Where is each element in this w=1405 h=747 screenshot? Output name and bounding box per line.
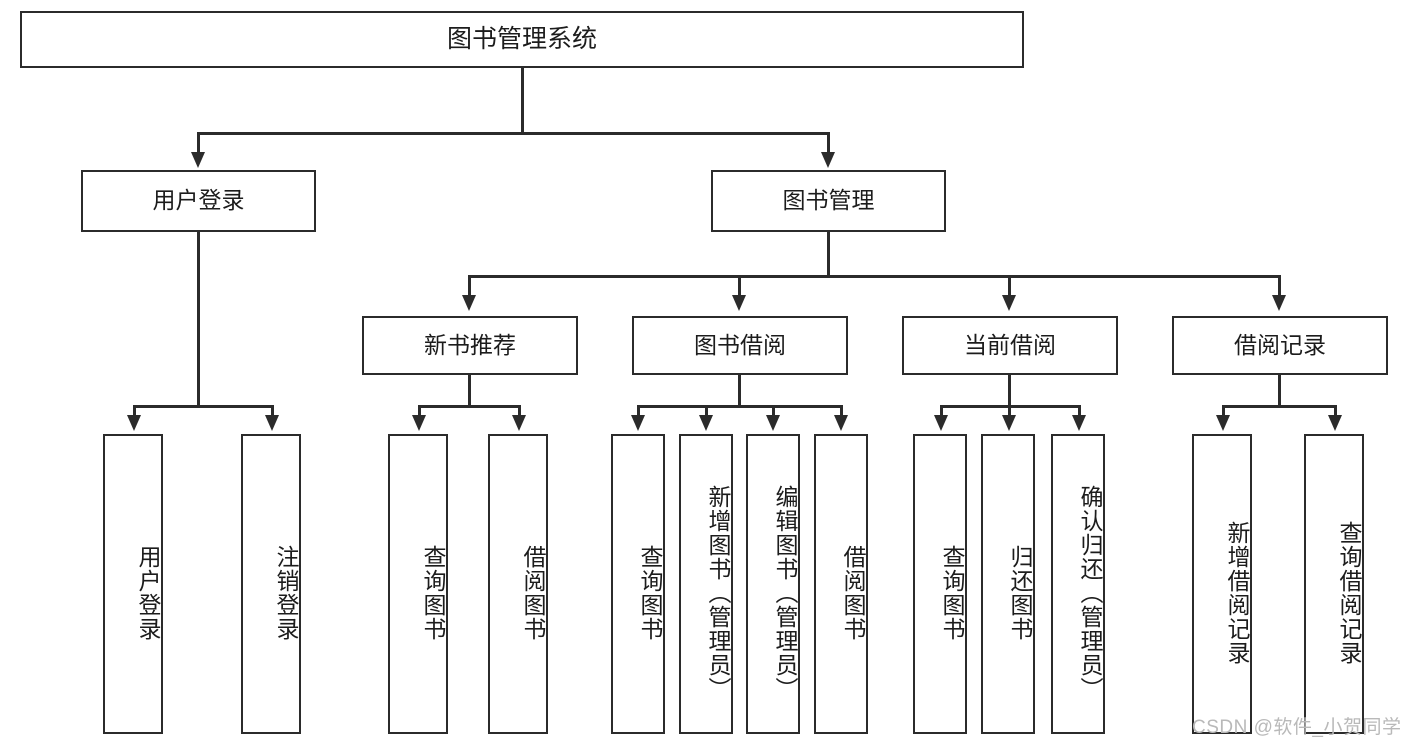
arrow-down-icon bbox=[1002, 295, 1016, 311]
node-label: 图书管理系统 bbox=[446, 24, 597, 53]
node-label: 借阅记录 bbox=[1234, 331, 1326, 358]
node-label: 查询图书 bbox=[420, 545, 446, 641]
arrow-down-icon bbox=[821, 152, 835, 168]
leaf-borrow-record-add-record[interactable]: 新增借阅记录 bbox=[1192, 434, 1252, 734]
arrow-down-icon bbox=[1072, 415, 1086, 431]
connector-bb-drop-4 bbox=[840, 405, 843, 417]
node-label: 编辑图书（管理员） bbox=[772, 485, 798, 701]
node-label: 查询图书 bbox=[637, 545, 663, 641]
connector-bm-drop-1 bbox=[468, 275, 471, 297]
connector-nbr-drop-2 bbox=[518, 405, 521, 417]
node-new-book-recommend[interactable]: 新书推荐 bbox=[362, 316, 578, 375]
leaf-new-book-query-book[interactable]: 查询图书 bbox=[388, 434, 448, 734]
arrow-down-icon bbox=[512, 415, 526, 431]
connector-root-to-user-login bbox=[197, 132, 200, 154]
leaf-borrow-record-query-record[interactable]: 查询借阅记录 bbox=[1304, 434, 1364, 734]
connector-book-management-bus bbox=[468, 275, 1280, 278]
node-label: 新书推荐 bbox=[424, 331, 516, 358]
node-label: 借阅图书 bbox=[840, 545, 866, 641]
connector-nbr-stem bbox=[468, 375, 471, 407]
node-label: 图书借阅 bbox=[694, 331, 786, 358]
connector-user-login-drop-2 bbox=[271, 405, 274, 417]
connector-bb-drop-3 bbox=[772, 405, 775, 417]
node-root-library-management-system[interactable]: 图书管理系统 bbox=[20, 11, 1024, 68]
leaf-book-borrow-add-book-admin[interactable]: 新增图书（管理员） bbox=[679, 434, 733, 734]
node-label: 用户登录 bbox=[152, 187, 245, 214]
connector-cb-drop-3 bbox=[1078, 405, 1081, 417]
leaf-user-login-logout[interactable]: 注销登录 bbox=[241, 434, 301, 734]
arrow-down-icon bbox=[631, 415, 645, 431]
arrow-down-icon bbox=[1216, 415, 1230, 431]
connector-user-login-bus bbox=[133, 405, 273, 408]
arrow-down-icon bbox=[934, 415, 948, 431]
node-label: 查询借阅记录 bbox=[1336, 521, 1362, 665]
connector-br-stem bbox=[1278, 375, 1281, 407]
node-label: 借阅图书 bbox=[520, 545, 546, 641]
connector-root-to-book-management bbox=[827, 132, 830, 154]
arrow-down-icon bbox=[1002, 415, 1016, 431]
node-book-borrow[interactable]: 图书借阅 bbox=[632, 316, 848, 375]
csdn-watermark: CSDN @软件_小贺同学 bbox=[1192, 717, 1402, 738]
leaf-current-borrow-confirm-return-admin[interactable]: 确认归还（管理员） bbox=[1051, 434, 1105, 734]
node-label: 新增借阅记录 bbox=[1224, 521, 1250, 665]
connector-cb-drop-2 bbox=[1008, 405, 1011, 417]
connector-nbr-drop-1 bbox=[418, 405, 421, 417]
node-label: 用户登录 bbox=[135, 545, 161, 641]
arrow-down-icon bbox=[412, 415, 426, 431]
leaf-current-borrow-return-book[interactable]: 归还图书 bbox=[981, 434, 1035, 734]
connector-user-login-drop-1 bbox=[133, 405, 136, 417]
connector-root-bus bbox=[197, 132, 829, 135]
connector-bm-drop-2 bbox=[738, 275, 741, 297]
connector-bb-stem bbox=[738, 375, 741, 407]
arrow-down-icon bbox=[732, 295, 746, 311]
connector-bm-drop-3 bbox=[1008, 275, 1011, 297]
connector-br-bus bbox=[1222, 405, 1336, 408]
arrow-down-icon bbox=[1328, 415, 1342, 431]
arrow-down-icon bbox=[1272, 295, 1286, 311]
connector-br-drop-1 bbox=[1222, 405, 1225, 417]
node-current-borrow[interactable]: 当前借阅 bbox=[902, 316, 1118, 375]
connector-book-management-stem bbox=[827, 232, 830, 277]
node-label: 当前借阅 bbox=[964, 331, 1056, 358]
arrow-down-icon bbox=[127, 415, 141, 431]
connector-nbr-bus bbox=[418, 405, 520, 408]
arrow-down-icon bbox=[265, 415, 279, 431]
arrow-down-icon bbox=[699, 415, 713, 431]
node-book-management[interactable]: 图书管理 bbox=[711, 170, 946, 232]
connector-bb-bus bbox=[637, 405, 841, 408]
leaf-book-borrow-borrow-book[interactable]: 借阅图书 bbox=[814, 434, 868, 734]
node-label: 查询图书 bbox=[939, 545, 965, 641]
connector-root-stem bbox=[521, 68, 524, 133]
node-label: 新增图书（管理员） bbox=[705, 485, 731, 701]
leaf-book-borrow-query-book[interactable]: 查询图书 bbox=[611, 434, 665, 734]
leaf-new-book-borrow-book[interactable]: 借阅图书 bbox=[488, 434, 548, 734]
node-user-login[interactable]: 用户登录 bbox=[81, 170, 316, 232]
connector-br-drop-2 bbox=[1334, 405, 1337, 417]
leaf-book-borrow-edit-book-admin[interactable]: 编辑图书（管理员） bbox=[746, 434, 800, 734]
connector-user-login-stem bbox=[197, 232, 200, 407]
connector-cb-drop-1 bbox=[940, 405, 943, 417]
connector-bb-drop-2 bbox=[705, 405, 708, 417]
node-label: 图书管理 bbox=[782, 187, 875, 214]
arrow-down-icon bbox=[462, 295, 476, 311]
arrow-down-icon bbox=[766, 415, 780, 431]
node-label: 注销登录 bbox=[273, 545, 299, 641]
node-label: 确认归还（管理员） bbox=[1077, 485, 1103, 701]
leaf-user-login-login[interactable]: 用户登录 bbox=[103, 434, 163, 734]
arrow-down-icon bbox=[834, 415, 848, 431]
connector-bb-drop-1 bbox=[637, 405, 640, 417]
connector-bm-drop-4 bbox=[1278, 275, 1281, 297]
node-label: 归还图书 bbox=[1007, 545, 1033, 641]
leaf-current-borrow-query-book[interactable]: 查询图书 bbox=[913, 434, 967, 734]
connector-cb-stem bbox=[1008, 375, 1011, 407]
arrow-down-icon bbox=[191, 152, 205, 168]
node-borrow-record[interactable]: 借阅记录 bbox=[1172, 316, 1388, 375]
